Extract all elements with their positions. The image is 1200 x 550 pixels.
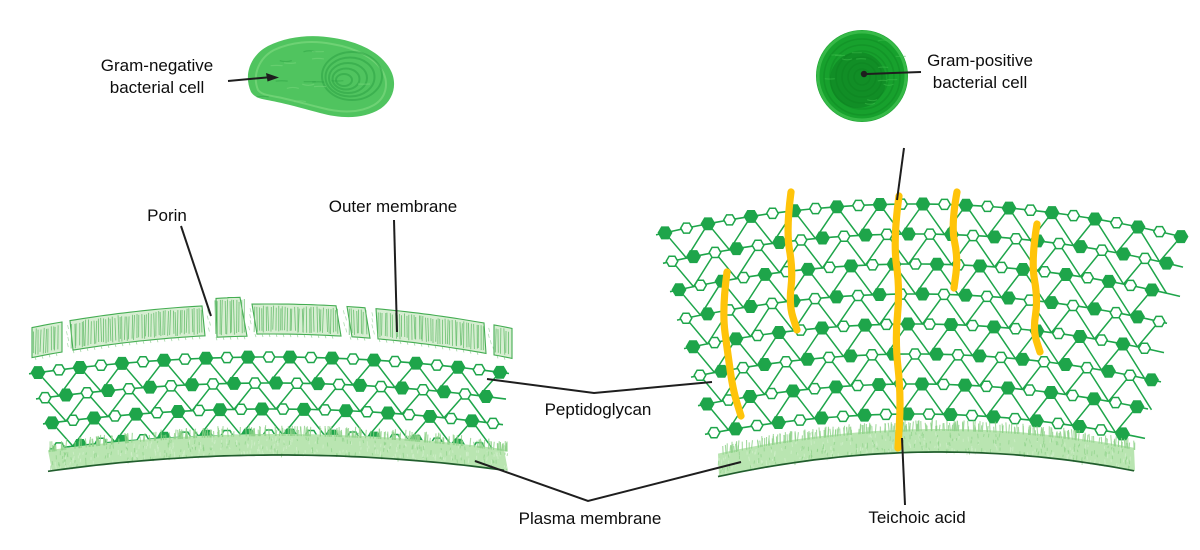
- plasma-membrane-label: Plasma membrane: [518, 509, 662, 528]
- peptidoglycan-label: Peptidoglycan: [544, 400, 652, 419]
- porin-label: Porin: [147, 206, 187, 225]
- gram-positive-plasma-membrane: [717, 420, 1136, 478]
- gram-positive-cell-label: Gram-positive bacterial cell: [927, 50, 1033, 94]
- gram-negative-label-line1: Gram-negative: [100, 56, 214, 75]
- gram-negative-label-line2: bacterial cell: [109, 78, 205, 97]
- outer-membrane-graphic: [31, 296, 513, 361]
- gram-negative-peptidoglycan: [28, 350, 510, 454]
- gram-positive-peptidoglycan: [655, 197, 1189, 441]
- gram-positive-label-line2: bacterial cell: [932, 73, 1028, 92]
- gram-negative-cell-label: Gram-negative bacterial cell: [101, 55, 213, 99]
- outer-membrane-label: Outer membrane: [328, 197, 458, 216]
- leader-lines: [180, 70, 922, 506]
- teichoic-acid-strands: [720, 188, 1044, 452]
- gram-positive-label-line1: Gram-positive: [927, 51, 1033, 70]
- teichoic-acid-label: Teichoic acid: [868, 508, 966, 527]
- gram-negative-plasma-membrane: [47, 425, 509, 473]
- gram-negative-cell: [247, 36, 395, 118]
